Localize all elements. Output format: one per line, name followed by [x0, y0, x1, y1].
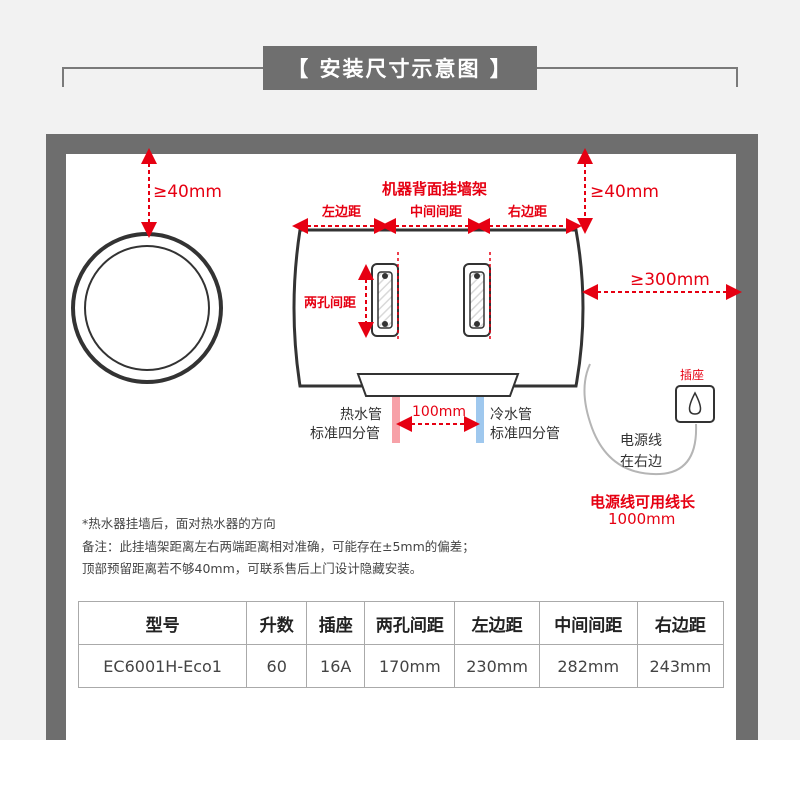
power-length-value: 1000mm	[608, 510, 676, 528]
cold-pipe-spec-label: 标准四分管	[490, 426, 560, 442]
right-distance-label: 右边距	[508, 205, 548, 220]
col-header-middle-distance: 中间间距	[538, 601, 638, 645]
title-rule-right	[537, 67, 737, 69]
col-header-model: 型号	[77, 601, 248, 645]
cell-capacity: 60	[246, 644, 308, 688]
middle-distance-label: 中间间距	[410, 205, 463, 220]
cold-water-pipe	[476, 397, 484, 443]
title-tick-right	[736, 67, 738, 87]
col-header-capacity: 升数	[246, 601, 308, 645]
right-clearance-label: ≥300mm	[630, 270, 710, 290]
title-rule-left	[62, 67, 263, 69]
left-distance-label: 左边距	[322, 205, 362, 220]
power-cord	[583, 363, 698, 476]
col-header-left-distance: 左边距	[454, 601, 540, 645]
bracket-title: 机器背面挂墙架	[382, 180, 488, 198]
bracket-right	[463, 252, 491, 340]
socket-icon	[675, 385, 715, 423]
hot-water-pipe	[392, 397, 400, 443]
hot-pipe-spec-label: 标准四分管	[310, 426, 380, 442]
cold-pipe-label: 冷水管	[490, 407, 532, 423]
heater-side-view	[71, 232, 223, 384]
col-header-socket: 插座	[306, 601, 366, 645]
pipe-gap-label: 100mm	[412, 404, 466, 420]
spec-table: 型号 升数 插座 两孔间距 左边距 中间间距 右边距 EC6001H-Eco1 …	[77, 601, 725, 688]
table-row: EC6001H-Eco1 60 16A 170mm 230mm 282mm 24…	[77, 644, 725, 688]
title-tick-left	[62, 67, 64, 87]
note-tolerance: 备注：此挂墙架距离左右两端距离相对准确，可能存在±5mm的偏差；	[82, 539, 475, 554]
cell-socket: 16A	[306, 644, 366, 688]
power-cord-label: 电源线	[620, 433, 662, 449]
power-cord-side-label: 在右边	[620, 454, 662, 470]
bracket-left	[371, 252, 399, 340]
socket-label: 插座	[680, 368, 705, 382]
power-length-label: 电源线可用线长	[590, 493, 696, 511]
hot-pipe-label: 热水管	[340, 407, 382, 423]
page-title: 【 安装尺寸示意图 】	[263, 46, 537, 90]
hole-distance-label: 两孔间距	[304, 296, 357, 311]
note-top-clearance: 顶部预留距离若不够40mm，可联系售后上门设计隐藏安装。	[82, 561, 423, 576]
col-header-hole-distance: 两孔间距	[364, 601, 456, 645]
note-direction: *热水器挂墙后，面对热水器的方向	[82, 516, 276, 531]
cell-model: EC6001H-Eco1	[77, 644, 248, 688]
table-header-row: 型号 升数 插座 两孔间距 左边距 中间间距 右边距	[77, 601, 725, 645]
top-left-clearance-label: ≥40mm	[153, 182, 222, 202]
col-header-right-distance: 右边距	[636, 601, 725, 645]
cell-right-distance: 243mm	[636, 644, 725, 688]
cell-left-distance: 230mm	[454, 644, 540, 688]
cell-hole-distance: 170mm	[364, 644, 456, 688]
heater-body	[292, 228, 585, 397]
cell-middle-distance: 282mm	[538, 644, 638, 688]
top-right-clearance-label: ≥40mm	[590, 182, 659, 202]
